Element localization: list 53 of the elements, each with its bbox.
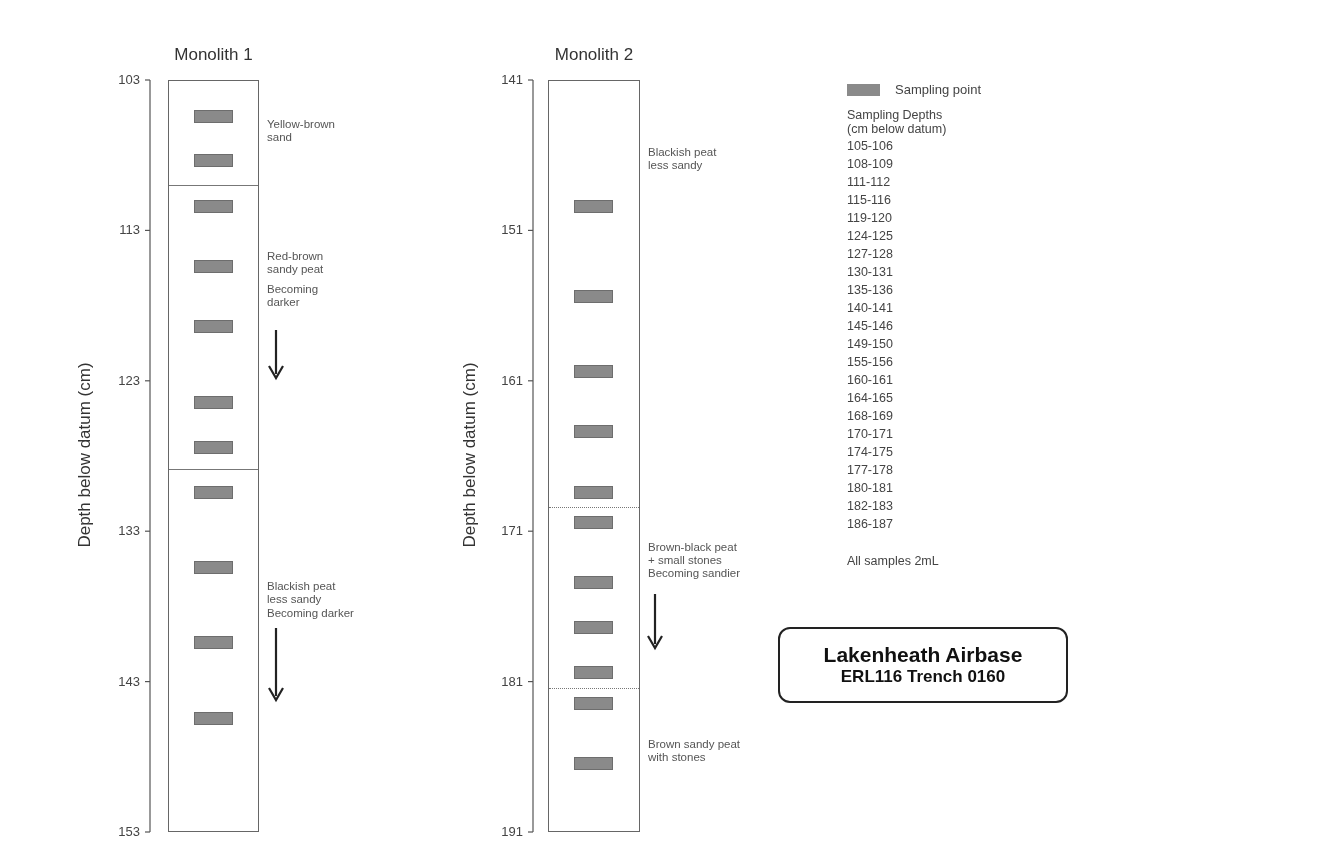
sampling-depth: 140-141 bbox=[847, 301, 893, 315]
sampling-depth: 105-106 bbox=[847, 139, 893, 153]
column-heading: Monolith 2 bbox=[553, 45, 635, 65]
depth-tick-label: 151 bbox=[500, 223, 523, 238]
sampling-depth: 127-128 bbox=[847, 247, 893, 261]
sampling-depth: 177-178 bbox=[847, 463, 893, 477]
legend-label: Sampling point bbox=[895, 82, 981, 97]
layer-description: Blackish peat less sandy bbox=[267, 580, 337, 606]
depth-tick-label: 113 bbox=[118, 223, 140, 238]
sampling-depth: 111-112 bbox=[847, 175, 891, 189]
axis-title: Depth below datum (cm) bbox=[75, 362, 95, 548]
sampling-depth: 108-109 bbox=[847, 157, 893, 171]
layer-description: Red-brown sandy peat bbox=[267, 250, 325, 276]
depth-tick-label: 181 bbox=[500, 674, 523, 689]
layer-description: Yellow-brown sand bbox=[267, 118, 336, 144]
depth-tick-label: 133 bbox=[117, 524, 140, 539]
sampling-depth: 182-183 bbox=[847, 499, 893, 513]
depth-tick-label: 141 bbox=[500, 73, 523, 87]
layer-description: Becoming darker bbox=[267, 607, 355, 620]
sampling-depth: 124-125 bbox=[847, 229, 893, 243]
layer-description: Blackish peat less sandy bbox=[648, 146, 718, 172]
sampling-depth: 145-146 bbox=[847, 319, 893, 333]
site-name: Lakenheath Airbase bbox=[823, 642, 1023, 668]
depth-tick-label: 103 bbox=[117, 73, 140, 87]
depth-tick-label: 191 bbox=[500, 825, 523, 839]
layer-description: Becoming darker bbox=[267, 283, 320, 309]
sampling-depth: 174-175 bbox=[847, 445, 893, 459]
list-heading: Sampling Depths (cm below datum) bbox=[847, 108, 948, 136]
sampling-depth: 155-156 bbox=[847, 355, 893, 369]
title-box bbox=[778, 627, 1068, 703]
sampling-depth: 135-136 bbox=[847, 283, 893, 297]
layer-description: Brown-black peat + small stones bbox=[648, 541, 738, 567]
sampling-depth: 119-120 bbox=[847, 211, 892, 225]
sampling-depth: 170-171 bbox=[847, 427, 893, 441]
depth-tick-label: 153 bbox=[117, 825, 140, 839]
layer-description: Brown sandy peat with stones bbox=[648, 738, 742, 764]
sampling-depth: 149-150 bbox=[847, 337, 893, 351]
sampling-depth: 115-116 bbox=[847, 193, 892, 207]
sampling-depth: 164-165 bbox=[847, 391, 893, 405]
sampling-depth: 130-131 bbox=[847, 265, 893, 279]
depth-tick-label: 143 bbox=[117, 674, 140, 689]
sampling-depth: 168-169 bbox=[847, 409, 893, 423]
depth-tick-label: 123 bbox=[117, 373, 140, 388]
axis-title: Depth below datum (cm) bbox=[460, 362, 480, 548]
depth-tick-label: 161 bbox=[500, 373, 523, 388]
layer-description: Becoming sandier bbox=[648, 567, 742, 580]
column-heading: Monolith 1 bbox=[173, 45, 254, 65]
sampling-depth: 160-161 bbox=[847, 373, 893, 387]
sampling-depth: 186-187 bbox=[847, 517, 893, 531]
trench-id: ERL116 Trench 0160 bbox=[840, 667, 1006, 688]
depth-tick-label: 171 bbox=[500, 524, 523, 539]
sampling-depth: 180-181 bbox=[847, 481, 893, 495]
note: All samples 2mL bbox=[847, 554, 939, 568]
